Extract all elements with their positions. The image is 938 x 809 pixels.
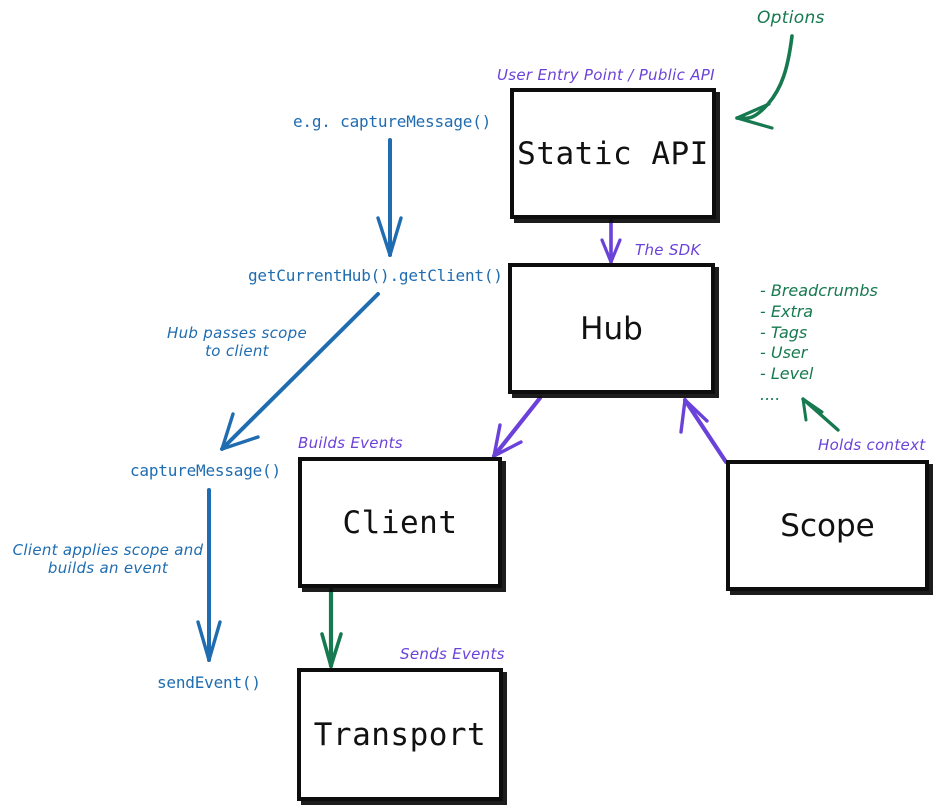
context-list-item-extra: - Extra [760, 301, 814, 321]
node-scope[interactable]: Scope [726, 460, 929, 591]
edge-gethub-to-capturemessage [220, 292, 380, 451]
annotation-sends-events: Sends Events [400, 645, 505, 663]
edge-capture-to-gethub [376, 138, 403, 257]
context-list-item-level: - Level [760, 364, 814, 384]
node-static-api-label: Static API [517, 135, 709, 172]
node-hub[interactable]: Hub [508, 263, 715, 394]
edge-options-to-static-api [735, 34, 794, 130]
context-list-item-tags: - Tags [760, 322, 808, 342]
annotation-user-entry-point: User Entry Point / Public API [497, 66, 715, 84]
edge-static-api-to-hub [600, 217, 622, 264]
node-client[interactable]: Client [298, 457, 502, 588]
annotation-send-event: sendEvent() [157, 673, 261, 692]
node-transport[interactable]: Transport [297, 668, 503, 801]
annotation-options: Options [757, 8, 825, 28]
edge-hub-to-client [491, 395, 543, 459]
annotation-hub-passes-scope: Hub passes scope to client [166, 324, 308, 361]
annotation-the-sdk: The SDK [635, 241, 701, 259]
annotation-holds-context: Holds context [818, 436, 926, 454]
node-hub-label: Hub [580, 310, 643, 347]
annotation-eg-capture-message: e.g. captureMessage() [293, 112, 492, 131]
edge-client-to-transport [320, 587, 343, 669]
node-scope-label: Scope [780, 507, 875, 544]
annotation-get-current-hub: getCurrentHub().getClient() [248, 266, 503, 285]
node-client-label: Client [342, 504, 458, 541]
context-list-item-user: - User [760, 343, 808, 363]
context-list-item-breadcrumbs: - Breadcrumbs [760, 281, 878, 300]
node-transport-label: Transport [313, 716, 487, 753]
annotation-client-applies-scope: Client applies scope and builds an event [12, 541, 204, 578]
edge-scope-to-hub [679, 397, 729, 465]
node-static-api[interactable]: Static API [510, 88, 716, 219]
context-list-ellipsis: .... [760, 384, 781, 404]
annotation-builds-events: Builds Events [298, 434, 403, 452]
context-list: - Breadcrumbs - Extra - Tags - User - Le… [760, 281, 878, 406]
annotation-capture-message: captureMessage() [130, 461, 281, 480]
